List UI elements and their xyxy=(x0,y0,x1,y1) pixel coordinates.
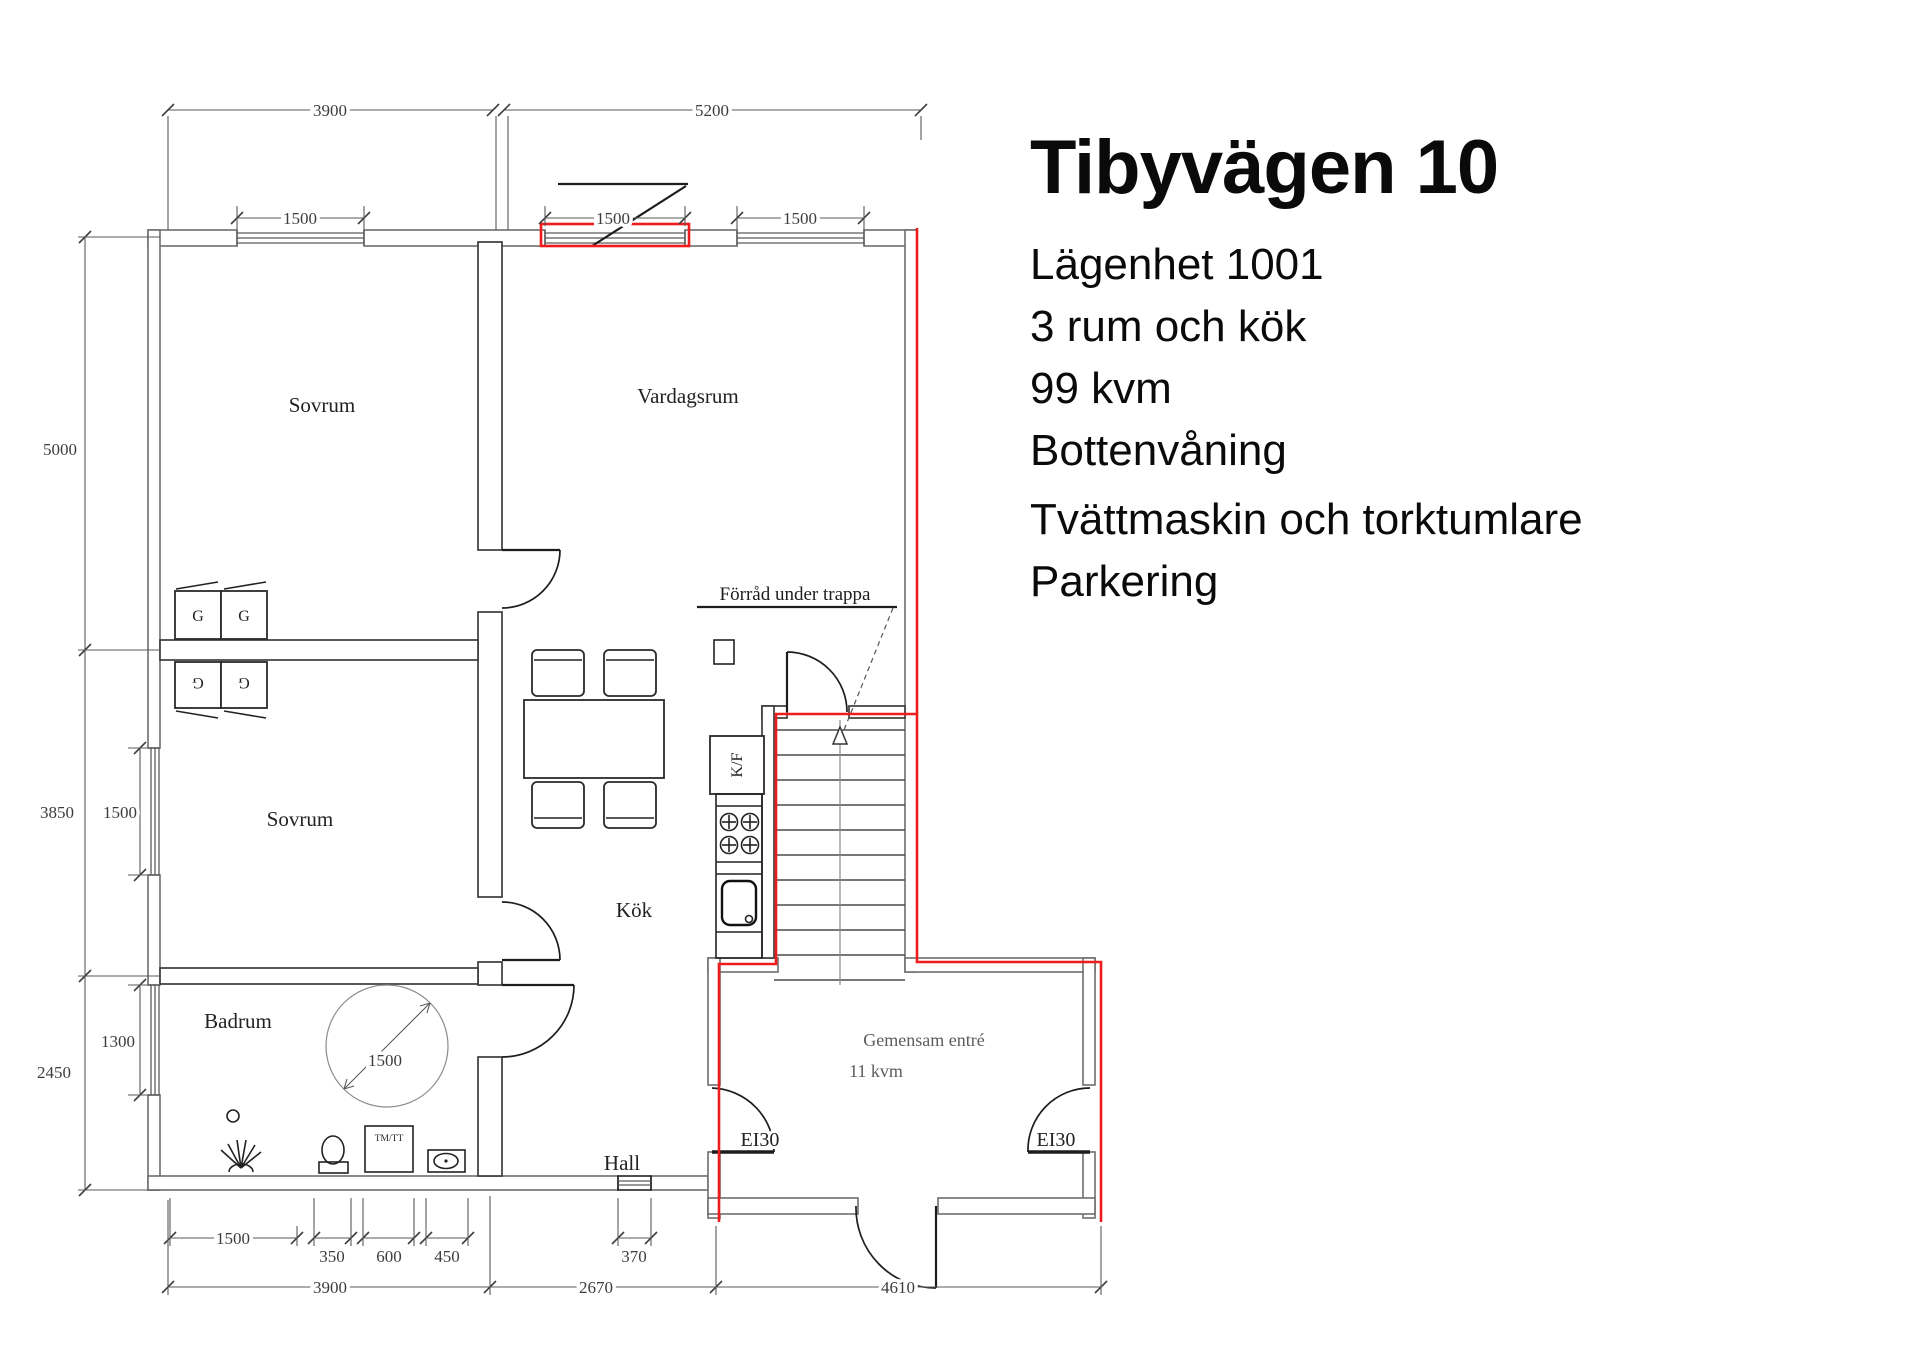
room-label-entry: Gemensam entré xyxy=(863,1030,984,1050)
outer-walls xyxy=(147,229,918,1191)
bathroom-fixtures: TM/TT 1500 xyxy=(220,984,466,1174)
dim-bath-2: 350 xyxy=(319,1247,345,1266)
storage-note-label: Förråd under trappa xyxy=(720,584,871,605)
dim-left-upper: 5000 xyxy=(43,440,77,459)
stove-burners xyxy=(719,812,760,855)
kitchen-sink xyxy=(720,879,758,927)
dim-left-lower: 2450 xyxy=(37,1063,71,1082)
dim-left-window-2: 1300 xyxy=(101,1032,135,1051)
listing-detail-laundry: Tvättmaskin och torktumlare xyxy=(1030,494,1583,544)
interior-walls xyxy=(159,241,906,1177)
dim-bottom-left: 3900 xyxy=(313,1278,347,1297)
washer-dryer-label: TM/TT xyxy=(375,1134,404,1144)
door-bedroom1 xyxy=(501,548,561,609)
listing-title: Tibyvägen 10 xyxy=(1030,125,1499,210)
floor-drain xyxy=(226,1109,240,1123)
wardrobe-label: G xyxy=(238,608,250,625)
door-stairwell xyxy=(785,651,848,713)
doors xyxy=(501,548,1091,1289)
kitchen-counter xyxy=(715,793,763,959)
chair xyxy=(531,649,585,697)
listing-detail-apartment: Lägenhet 1001 xyxy=(1030,239,1324,289)
door-bedroom2 xyxy=(501,901,561,962)
fire-door-label-left: EI30 xyxy=(741,1129,780,1151)
room-labels: Sovrum Vardagsrum Sovrum Kök Badrum Hall… xyxy=(201,381,1078,1178)
room-label-living-room: Vardagsrum xyxy=(637,384,738,408)
floor-plan-drawing: Förråd under trappa K/F xyxy=(34,98,1108,1301)
room-label-kitchen: Kök xyxy=(616,898,653,922)
hall-sidelight xyxy=(617,1175,652,1191)
kitchen-fixtures: K/F xyxy=(709,639,765,959)
entrance-door xyxy=(855,1205,938,1289)
listing-detail-rooms: 3 rum och kök xyxy=(1030,301,1307,351)
wardrobe-label-mirrored: G xyxy=(238,674,250,691)
dim-window-2: 1500 xyxy=(596,209,630,228)
dim-hall-door: 370 xyxy=(621,1247,647,1266)
fire-door-label-right: EI30 xyxy=(1037,1129,1076,1151)
listing-detail-floor: Bottenvåning xyxy=(1030,425,1287,475)
bathroom-sink xyxy=(427,1149,466,1173)
stair-direction-arrow xyxy=(831,725,849,745)
dim-bath-4: 450 xyxy=(434,1247,460,1266)
dim-left-window-1: 1500 xyxy=(103,803,137,822)
wardrobes: G G G G xyxy=(174,581,268,719)
fire-rating-lines xyxy=(539,222,1103,1222)
toilet xyxy=(318,1135,349,1174)
fire-door-left xyxy=(711,1087,775,1154)
dim-top-right: 5200 xyxy=(695,101,729,120)
window-bedroom1 xyxy=(236,230,365,246)
window-bathroom-left xyxy=(148,984,160,1096)
chair xyxy=(603,781,657,829)
listing-detail-area: 99 kvm xyxy=(1030,363,1172,413)
listing-info: Tibyvägen 10 Lägenhet 1001 3 rum och kök… xyxy=(1030,128,1583,613)
wardrobe-label-mirrored: G xyxy=(192,674,204,691)
dim-bath-3: 600 xyxy=(376,1247,402,1266)
windows xyxy=(148,182,865,1191)
stairs xyxy=(774,720,905,985)
chair xyxy=(603,649,657,697)
dim-window-3: 1500 xyxy=(783,209,817,228)
fire-door-right xyxy=(1027,1087,1091,1154)
entry-area-label: 11 kvm xyxy=(849,1061,903,1081)
room-label-bedroom-1: Sovrum xyxy=(289,393,356,417)
fridge-freezer xyxy=(709,735,765,795)
window-living-right xyxy=(736,230,865,246)
fridge-freezer-label: K/F xyxy=(729,752,746,777)
chair xyxy=(531,781,585,829)
entry-walls xyxy=(707,957,1096,1219)
dining-table xyxy=(523,699,665,779)
dim-window-1: 1500 xyxy=(283,209,317,228)
fire-rated-window-outline xyxy=(539,222,691,248)
shower-head xyxy=(220,1139,262,1173)
window-bedroom2-left xyxy=(148,747,160,876)
window-living-red xyxy=(544,182,688,247)
listing-detail-parking: Parkering xyxy=(1030,556,1219,606)
door-bathroom xyxy=(501,983,575,1058)
shaft-box xyxy=(713,639,735,665)
dimension-annotations: 3900 5200 1500 1500 1500 5000 3850 2450 … xyxy=(34,98,1108,1301)
dim-bottom-mid: 2670 xyxy=(579,1278,613,1297)
dim-bottom-right: 4610 xyxy=(881,1278,915,1297)
wardrobe-label: G xyxy=(192,608,204,625)
room-label-bedroom-2: Sovrum xyxy=(267,807,334,831)
storage-note: Förråd under trappa xyxy=(697,584,897,731)
room-label-bathroom: Badrum xyxy=(204,1009,272,1033)
washer-dryer: TM/TT xyxy=(364,1125,414,1173)
dim-bath-circle: 1500 xyxy=(368,1051,402,1070)
dim-bath-1: 1500 xyxy=(216,1229,250,1248)
room-label-hall: Hall xyxy=(604,1151,640,1175)
dim-left-mid: 3850 xyxy=(40,803,74,822)
dining-set xyxy=(523,649,665,829)
dim-top-left: 3900 xyxy=(313,101,347,120)
turning-circle: 1500 xyxy=(325,984,449,1108)
